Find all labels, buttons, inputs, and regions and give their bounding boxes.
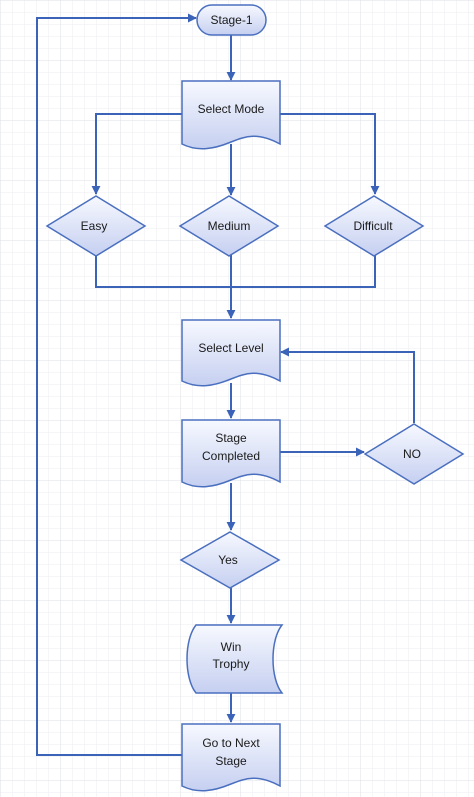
- node-next-stage[interactable]: Go to Next Stage: [181, 723, 281, 792]
- decision-shape: [363, 423, 465, 485]
- node-stage-completed[interactable]: Stage Completed: [181, 419, 281, 488]
- connector-no-to-select-level: [280, 347, 415, 423]
- document-shape: [181, 80, 281, 150]
- node-yes-label: Yes: [218, 553, 238, 567]
- node-select-mode-label: Select Mode: [198, 102, 265, 116]
- node-win-trophy[interactable]: Win Trophy: [186, 624, 284, 694]
- node-easy[interactable]: Easy: [45, 195, 147, 257]
- decision-shape: [178, 195, 280, 257]
- node-stage-completed-line1: Stage: [215, 431, 247, 445]
- node-medium-label: Medium: [208, 219, 251, 233]
- connectors: [36, 13, 415, 756]
- node-next-stage-line1: Go to Next: [202, 736, 260, 750]
- node-select-mode[interactable]: Select Mode: [181, 80, 281, 150]
- node-difficult-label: Difficult: [353, 219, 393, 233]
- node-no-label: NO: [403, 447, 421, 461]
- decision-shape: [45, 195, 147, 257]
- node-easy-label: Easy: [81, 219, 108, 233]
- stored-data-shape: [186, 624, 284, 694]
- node-stage1-label: Stage-1: [210, 13, 252, 27]
- connector-select-mode-to-difficult: [280, 113, 380, 195]
- connector-difficult-merge: [231, 255, 376, 288]
- node-win-trophy-line1: Win: [221, 640, 242, 654]
- document-shape: [181, 723, 281, 792]
- connector-next-stage-to-stage1: [36, 13, 197, 756]
- decision-shape: [323, 195, 425, 257]
- node-no[interactable]: NO: [363, 423, 465, 485]
- connector-select-mode-to-easy: [91, 113, 182, 195]
- node-select-level[interactable]: Select Level: [181, 319, 281, 387]
- node-next-stage-line2: Stage: [215, 754, 247, 768]
- node-yes[interactable]: Yes: [179, 531, 281, 589]
- terminator-shape: [196, 4, 267, 36]
- decision-shape: [179, 531, 281, 589]
- node-medium[interactable]: Medium: [178, 195, 280, 257]
- node-stage-completed-line2: Completed: [202, 449, 260, 463]
- node-win-trophy-line2: Trophy: [213, 657, 250, 671]
- document-shape: [181, 319, 281, 387]
- node-stage1[interactable]: Stage-1: [196, 4, 267, 36]
- document-shape: [181, 419, 281, 488]
- node-select-level-label: Select Level: [198, 341, 263, 355]
- connector-easy-merge: [95, 255, 231, 288]
- node-difficult[interactable]: Difficult: [323, 195, 425, 257]
